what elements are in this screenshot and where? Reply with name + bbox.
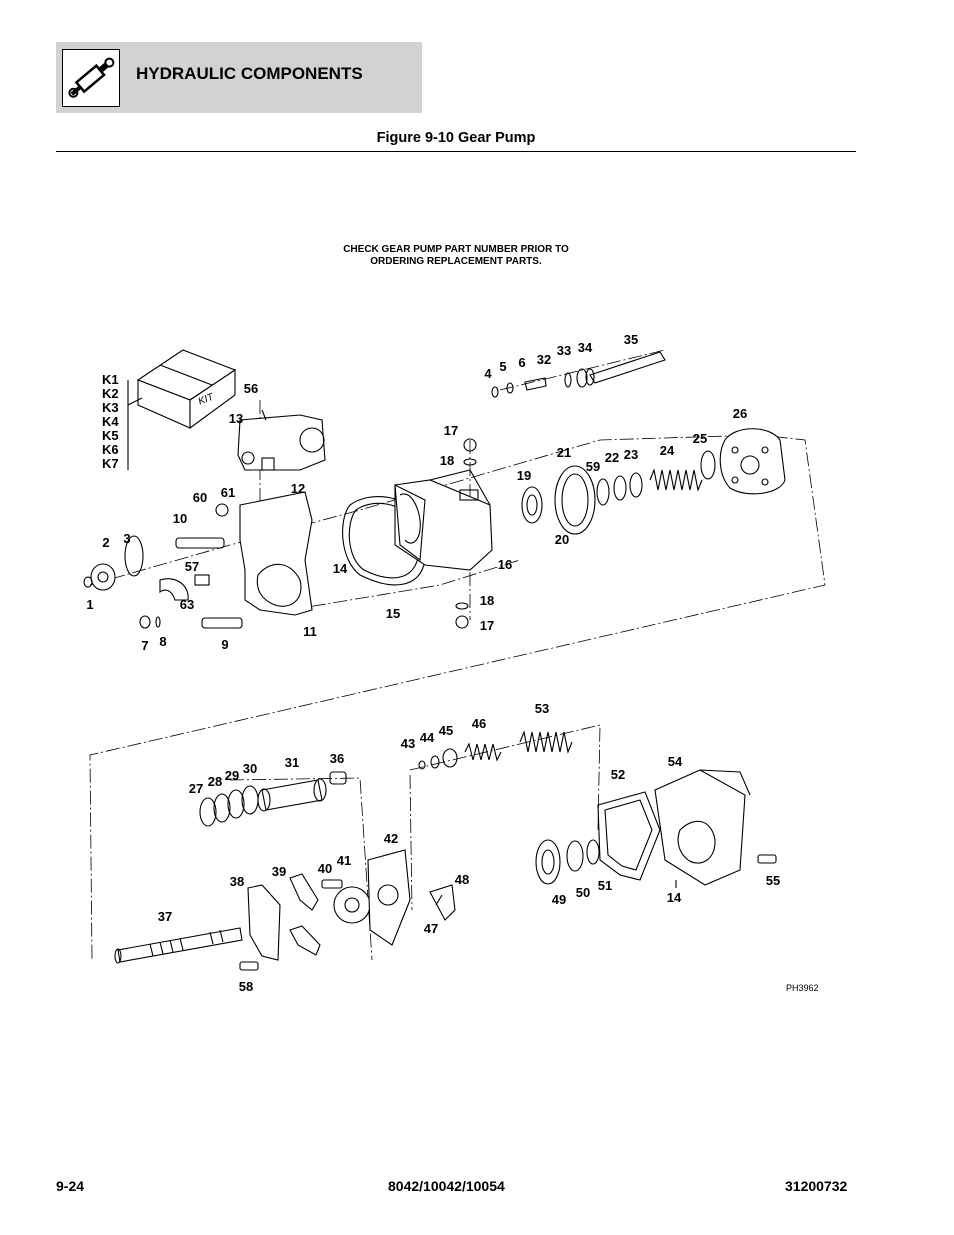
callout-32: 32 (537, 352, 551, 367)
callout-35: 35 (624, 332, 638, 347)
callout-50: 50 (576, 885, 590, 900)
callout-38: 38 (230, 874, 244, 889)
note-line-1: CHECK GEAR PUMP PART NUMBER PRIOR TO (343, 244, 569, 255)
callout-16: 16 (498, 557, 512, 572)
callout-59: 59 (586, 459, 600, 474)
hydraulic-cylinder-icon (62, 49, 120, 107)
callout-25: 25 (693, 431, 707, 446)
header-rule (56, 151, 856, 152)
callout-21: 21 (557, 445, 571, 460)
callout-51: 51 (598, 878, 612, 893)
callout-3: 3 (123, 531, 130, 546)
note-line-2: ORDERING REPLACEMENT PARTS. (370, 256, 542, 267)
callout-60: 60 (193, 490, 207, 505)
callout-29: 29 (225, 768, 239, 783)
kit-item: K7 (102, 456, 119, 471)
parts-note: CHECK GEAR PUMP PART NUMBER PRIOR TO ORD… (320, 244, 592, 268)
callout-42: 42 (384, 831, 398, 846)
callout-20: 20 (555, 532, 569, 547)
callout-26: 26 (733, 406, 747, 421)
callout-55: 55 (766, 873, 780, 888)
callout-31: 31 (285, 755, 299, 770)
callout-6: 6 (518, 355, 525, 370)
callout-24: 24 (660, 443, 675, 458)
callout-43: 43 (401, 736, 415, 751)
callout-4: 4 (484, 366, 492, 381)
callout-23: 23 (624, 447, 638, 462)
callout-14a: 14 (333, 561, 348, 576)
callout-37: 37 (158, 909, 172, 924)
callout-45: 45 (439, 723, 453, 738)
footer-page-number: 9-24 (56, 1178, 85, 1194)
callout-17a: 17 (444, 423, 458, 438)
callout-49: 49 (552, 892, 566, 907)
callout-52: 52 (611, 767, 625, 782)
callout-7: 7 (141, 638, 148, 653)
callout-19: 19 (517, 468, 531, 483)
callout-54: 54 (668, 754, 683, 769)
kit-list: K1 K2 K3 K4 K5 K6 K7 (102, 373, 119, 471)
callout-18a: 18 (440, 453, 454, 468)
callout-17b: 17 (480, 618, 494, 633)
callout-9: 9 (221, 637, 228, 652)
callout-14b: 14 (667, 890, 682, 905)
callout-22: 22 (605, 450, 619, 465)
callout-41: 41 (337, 853, 351, 868)
kit-item: K4 (102, 414, 119, 429)
section-header: HYDRAULIC COMPONENTS (56, 42, 422, 113)
callout-10: 10 (173, 511, 187, 526)
callout-34: 34 (578, 340, 593, 355)
callout-53: 53 (535, 701, 549, 716)
kit-item: K2 (102, 386, 119, 401)
callout-61: 61 (221, 485, 235, 500)
callout-13: 13 (229, 411, 243, 426)
callout-46: 46 (472, 716, 486, 731)
callout-47: 47 (424, 921, 438, 936)
callout-56: 56 (244, 381, 258, 396)
callout-18b: 18 (480, 593, 494, 608)
kit-item: K5 (102, 428, 119, 443)
callout-30: 30 (243, 761, 257, 776)
section-title: HYDRAULIC COMPONENTS (136, 64, 363, 83)
drawing-id: PH3962 (786, 983, 819, 993)
callout-12: 12 (291, 481, 305, 496)
callout-63: 63 (180, 597, 194, 612)
callout-58: 58 (239, 979, 253, 994)
callout-48: 48 (455, 872, 469, 887)
footer-models: 8042/10042/10054 (388, 1178, 505, 1194)
callout-8: 8 (159, 634, 166, 649)
callout-11: 11 (303, 624, 317, 639)
callout-36: 36 (330, 751, 344, 766)
kit-item: K1 (102, 372, 119, 387)
callout-28: 28 (208, 774, 222, 789)
callout-1: 1 (86, 597, 93, 612)
callout-40: 40 (318, 861, 332, 876)
callout-33: 33 (557, 343, 571, 358)
kit-item: K6 (102, 442, 119, 457)
callout-15: 15 (386, 606, 400, 621)
figure-title: Figure 9-10 Gear Pump (376, 130, 536, 146)
footer-doc-number: 31200732 (785, 1178, 848, 1194)
callout-44: 44 (420, 730, 435, 745)
kit-item: K3 (102, 400, 119, 415)
callout-39: 39 (272, 864, 286, 879)
callout-5: 5 (499, 359, 506, 374)
callout-57: 57 (185, 559, 199, 574)
callout-2: 2 (102, 535, 109, 550)
callout-27: 27 (189, 781, 203, 796)
